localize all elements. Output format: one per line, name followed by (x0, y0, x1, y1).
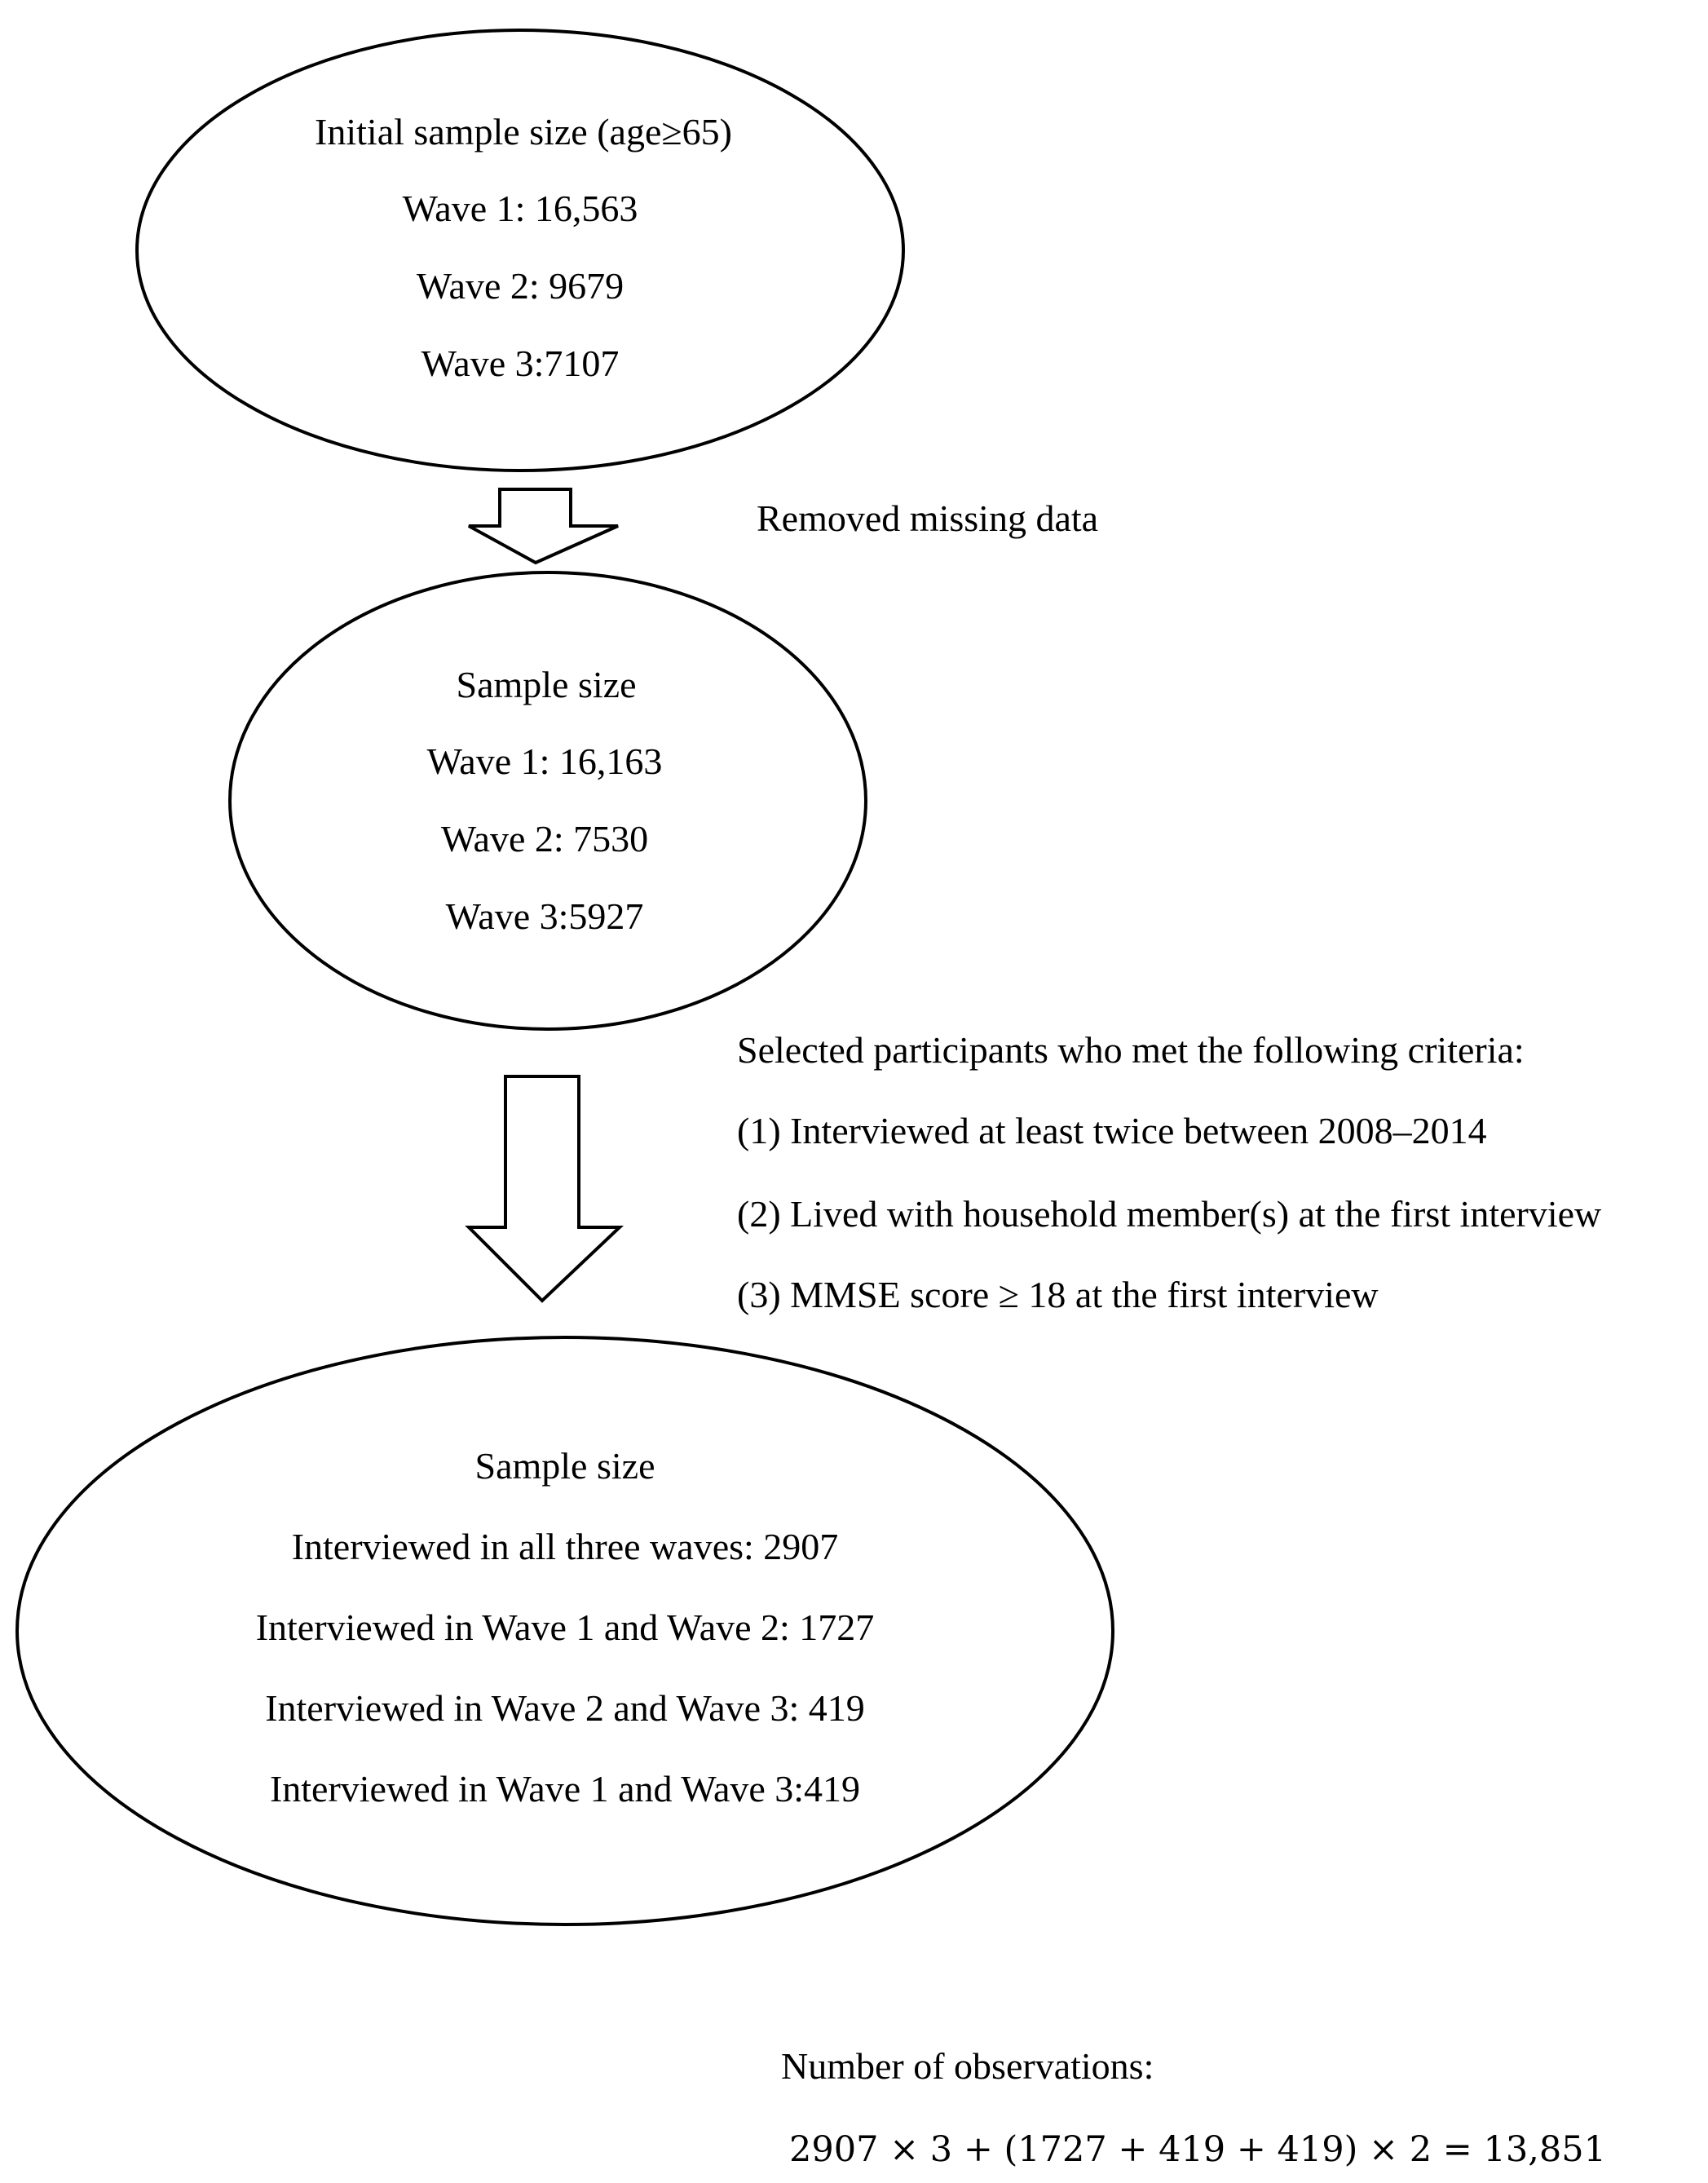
box3-title: Sample size (474, 1445, 655, 1487)
criteria-1: (1) Interviewed at least twice between 2… (737, 1110, 1487, 1151)
box3-all-waves: Interviewed in all three waves: 2907 (291, 1526, 839, 1567)
box2-wave3: Wave 3:5927 (445, 895, 644, 937)
box3-wave1-3: Interviewed in Wave 1 and Wave 3:419 (269, 1768, 861, 1810)
criteria-2: (2) Lived with household member(s) at th… (737, 1193, 1602, 1235)
box1-title: Initial sample size (age≥65) (315, 111, 732, 152)
criteria-heading: Selected participants who met the follow… (737, 1029, 1525, 1071)
box3-wave2-3: Interviewed in Wave 2 and Wave 3: 419 (265, 1687, 865, 1729)
box2-wave2: Wave 2: 7530 (440, 818, 649, 860)
box2-wave1: Wave 1: 16,163 (426, 740, 663, 782)
box2-title: Sample size (456, 664, 637, 705)
down-arrow-small (468, 488, 619, 565)
initial-sample-ellipse (135, 29, 905, 472)
box1-wave2: Wave 2: 9679 (416, 265, 625, 307)
observations-formula: 2907 × 3 + (1727 + 419 + 419) × 2 = 13,8… (789, 2129, 1606, 2170)
removed-missing-label: Removed missing data (757, 497, 1099, 539)
box1-wave3: Wave 3:7107 (421, 342, 620, 384)
criteria-3: (3) MMSE score ≥ 18 at the first intervi… (737, 1274, 1379, 1315)
sample-size-ellipse (228, 571, 867, 1031)
box1-wave1: Wave 1: 16,563 (402, 188, 638, 229)
observations-label: Number of observations: (781, 2045, 1154, 2087)
down-arrow-large (465, 1075, 625, 1303)
box3-wave1-2: Interviewed in Wave 1 and Wave 2: 1727 (255, 1606, 875, 1648)
final-sample-ellipse (15, 1336, 1114, 1926)
